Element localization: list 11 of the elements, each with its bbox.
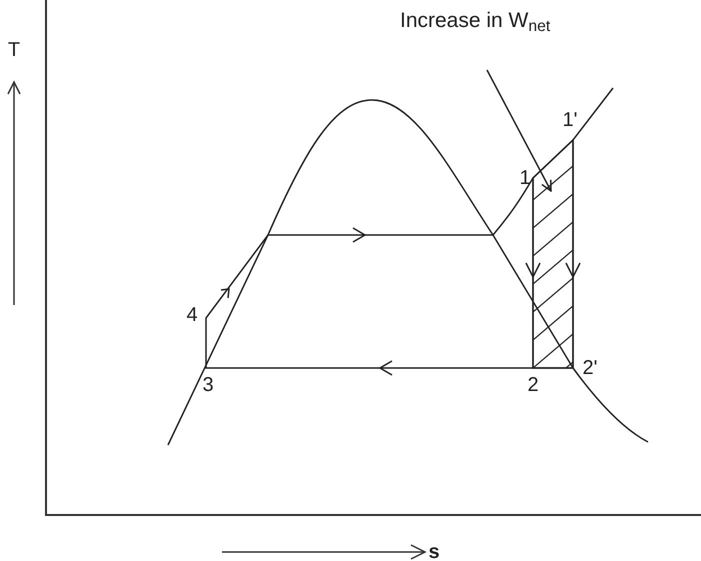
state-point-label: 2' — [582, 358, 598, 378]
state-point-label: 4 — [186, 305, 198, 325]
state-point-label: 2 — [527, 375, 539, 395]
state-point-label: 3 — [202, 375, 214, 395]
state-point-label: 1 — [519, 168, 531, 188]
hatched-area — [532, 138, 574, 369]
axis-label: s — [428, 542, 440, 561]
state-point-label: 1' — [562, 110, 578, 130]
axis-label: T — [8, 40, 20, 60]
annotation-text: Increase in W$_{net}$ — [400, 8, 552, 34]
leader-arrow — [486, 70, 552, 192]
